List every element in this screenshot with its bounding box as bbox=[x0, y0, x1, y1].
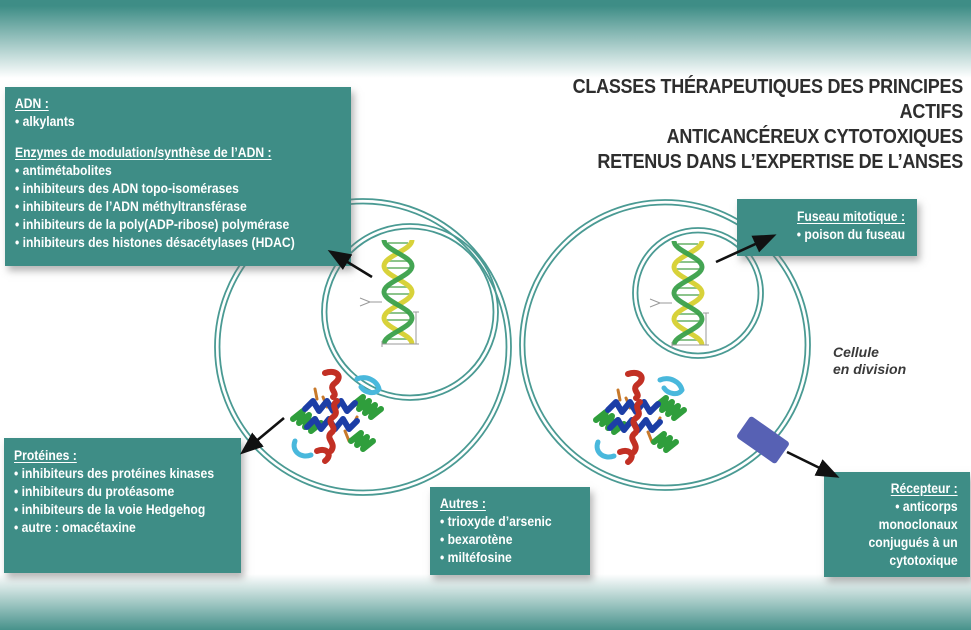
fuseau-item: poison du fuseau bbox=[765, 226, 905, 244]
title-line: CLASSES THÉRAPEUTIQUES DES PRINCIPES ACT… bbox=[572, 76, 964, 123]
autres-item: miltéfosine bbox=[440, 549, 566, 567]
page-title: CLASSES THÉRAPEUTIQUES DES PRINCIPES ACT… bbox=[558, 75, 964, 175]
proteines-item: autre : omacétaxine bbox=[14, 519, 209, 537]
title-line: ANTICANCÉREUX CYTOTOXIQUES bbox=[666, 126, 964, 148]
recepteur-heading: Récepteur : bbox=[891, 481, 958, 496]
enzymes-item: inhibiteurs de l’ADN méthyltransférase bbox=[15, 198, 308, 216]
proteines-item: inhibiteurs du protéasome bbox=[14, 483, 209, 501]
protein-ribbon-left-illustration bbox=[293, 372, 381, 461]
receptor-shape bbox=[737, 416, 789, 464]
protein-ribbon-right-illustration bbox=[596, 373, 684, 462]
fuseau-heading: Fuseau mitotique : bbox=[796, 209, 905, 224]
autres-item: trioxyde d’arsenic bbox=[440, 513, 566, 531]
top-gradient-band bbox=[0, 0, 971, 78]
proteines-item: inhibiteurs de la voie Hedgehog bbox=[14, 501, 209, 519]
cell-division-label: Cellule en division bbox=[833, 344, 906, 378]
adn-box: ADN : alkylants Enzymes de modulation/sy… bbox=[5, 87, 351, 266]
proteines-heading: Protéines : bbox=[14, 448, 77, 463]
recepteur-box: Récepteur : anticorps monoclonaux conjug… bbox=[824, 472, 970, 577]
dna-helix-left-illustration bbox=[360, 240, 419, 347]
autres-box: Autres : trioxyde d’arsenic bexarotène m… bbox=[430, 487, 590, 575]
autres-heading: Autres : bbox=[440, 496, 486, 511]
cell-division-label-line: Cellule bbox=[833, 344, 879, 360]
autres-item: bexarotène bbox=[440, 531, 566, 549]
adn-item: alkylants bbox=[15, 113, 308, 131]
enzymes-heading: Enzymes de modulation/synthèse de l’ADN … bbox=[15, 145, 272, 160]
enzymes-item: inhibiteurs des histones désacétylases (… bbox=[15, 234, 308, 252]
arrow-protein-to-proteines-box bbox=[239, 416, 285, 455]
dna-helix-right-illustration bbox=[650, 241, 709, 348]
enzymes-item: antimétabolites bbox=[15, 162, 308, 180]
recepteur-item: anticorps monoclonaux conjugués à un cyt… bbox=[835, 498, 958, 570]
fuseau-box: Fuseau mitotique : poison du fuseau bbox=[737, 199, 917, 256]
cell-division-label-line: en division bbox=[833, 361, 907, 377]
proteines-item: inhibiteurs des protéines kinases bbox=[14, 465, 214, 483]
enzymes-item: inhibiteurs des ADN topo-isomérases bbox=[15, 180, 308, 198]
title-line: RETENUS DANS L’EXPERTISE DE L’ANSES bbox=[597, 151, 963, 173]
adn-heading: ADN : bbox=[15, 96, 49, 111]
enzymes-item: inhibiteurs de la poly(ADP-ribose) polym… bbox=[15, 216, 308, 234]
bottom-gradient-band bbox=[0, 574, 971, 630]
proteines-box: Protéines : inhibiteurs des protéines ki… bbox=[4, 438, 241, 573]
